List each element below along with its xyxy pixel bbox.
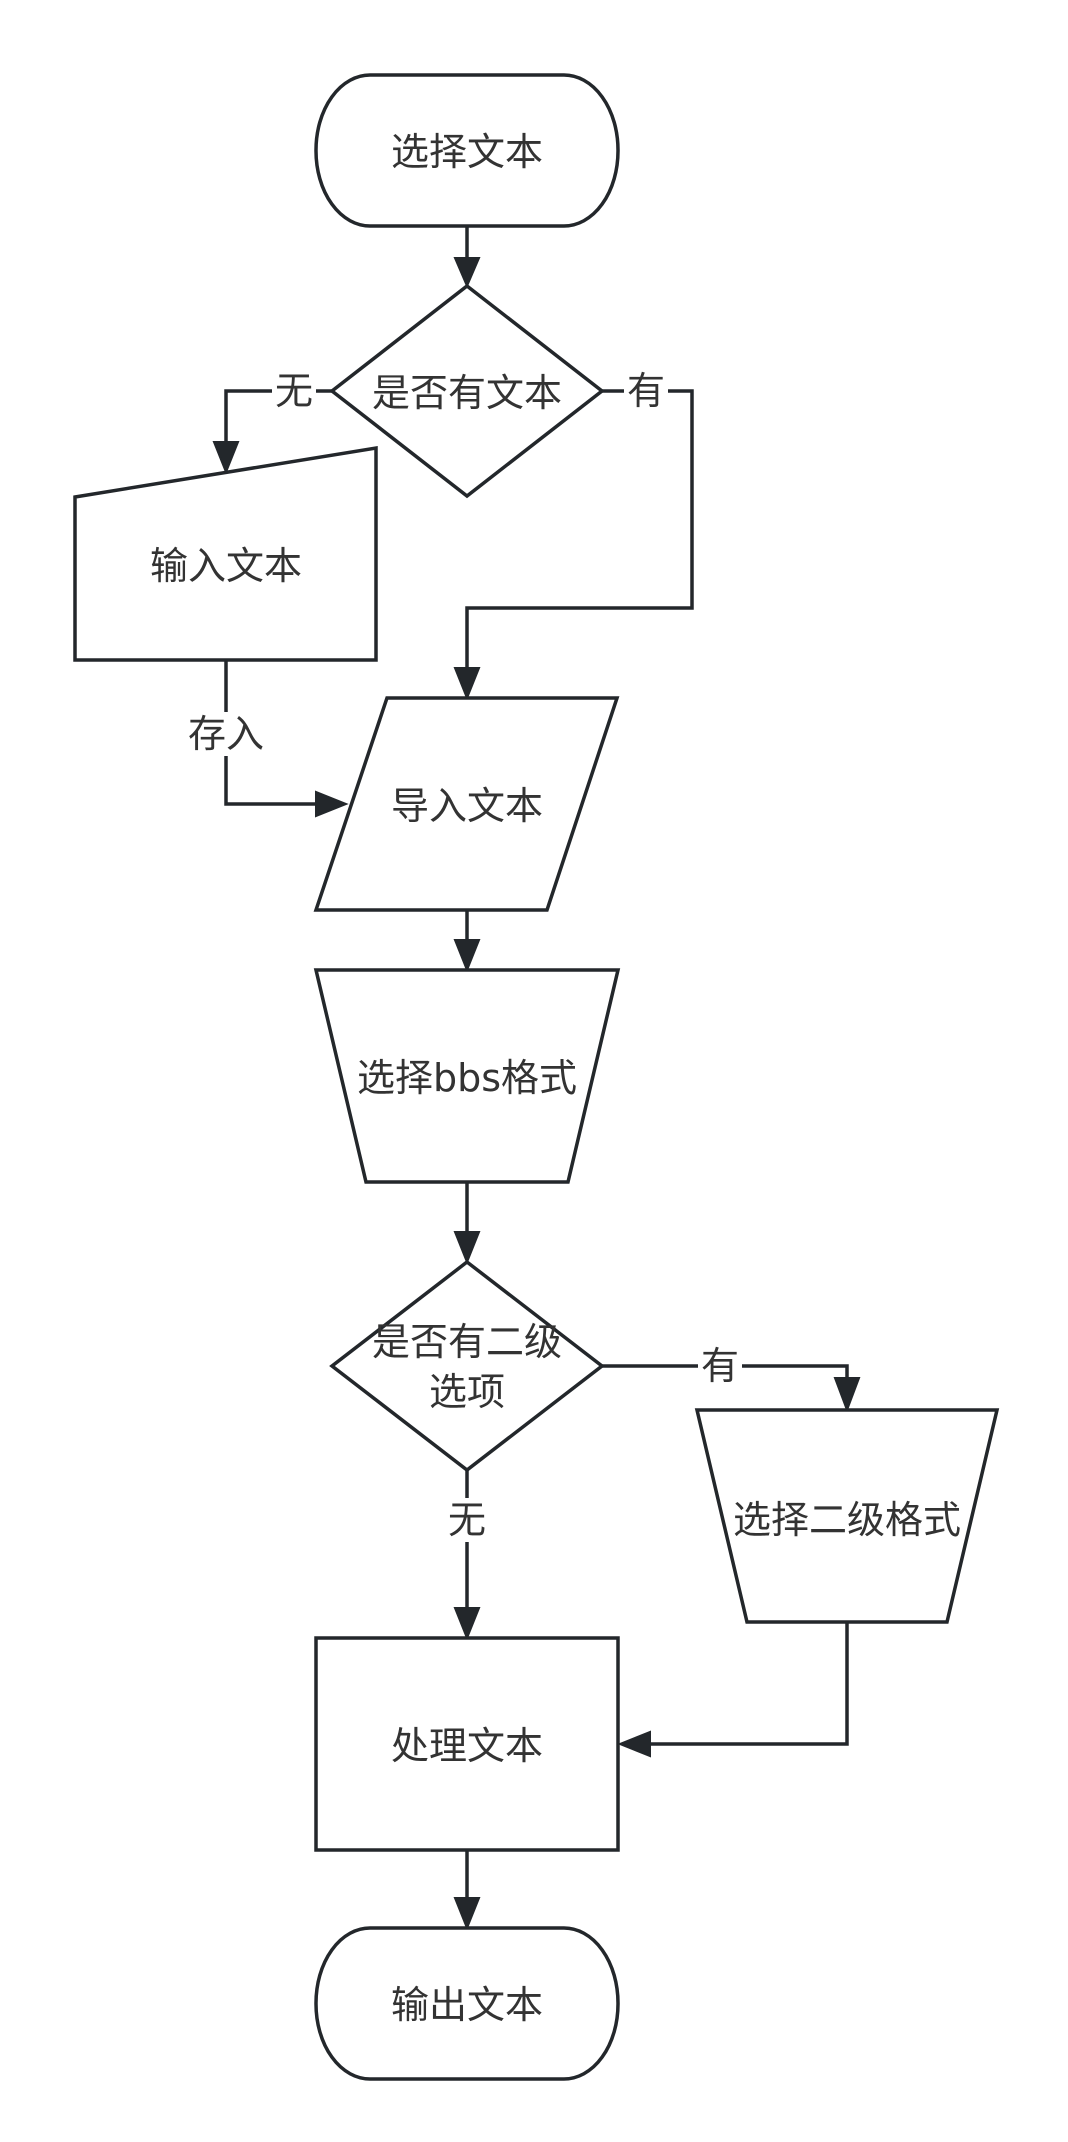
node-input-text: 输入文本 [73,445,378,662]
edge-label-no: 无 [448,1498,486,1542]
node-label-line1: 是否有二级 [372,1320,562,1364]
node-has-sub-option-decision: 是否有二级 选项 [329,1259,605,1473]
arrow-head [617,1730,651,1758]
arrow-head [315,790,349,818]
manual-operation-trapezoid [313,968,621,1184]
arrow-head [453,1607,481,1641]
node-select-sub-format: 选择二级格式 [694,1408,1000,1624]
node-label-line2: 选项 [429,1370,505,1414]
node-label: 处理文本 [391,1724,543,1768]
edge-sub-option-yes [602,1364,849,1382]
node-select-bbs: 选择bbs格式 [313,968,621,1184]
node-output-text: 输出文本 [314,1926,620,2081]
arrow-head [453,1231,481,1265]
node-label: 输入文本 [150,544,302,588]
decision-diamond [329,1259,605,1473]
terminator-shape [314,73,620,228]
node-start: 选择文本 [314,73,620,228]
edge-label-store: 存入 [188,712,264,756]
node-label: 选择二级格式 [733,1498,961,1542]
node-label: 选择文本 [391,130,543,174]
edge-label-no: 无 [275,369,313,413]
node-label: 选择bbs格式 [357,1056,577,1100]
arrow-head [453,1897,481,1931]
edge-label-yes: 有 [627,369,665,413]
node-process-text: 处理文本 [314,1636,620,1852]
node-import-text: 导入文本 [313,696,620,912]
edges [212,226,861,1931]
arrow-head [453,667,481,701]
edge-sub-format-to-process [646,1622,849,1746]
node-has-text-decision: 是否有文本 [329,283,605,499]
process-rectangle [314,1636,620,1852]
arrow-head [453,257,481,289]
arrow-head [833,1377,861,1413]
arrow-head [453,939,481,973]
node-label: 输出文本 [391,1983,543,2027]
arrow-head [212,441,240,475]
edge-labels: 无 有 存入 有 无 [180,369,742,1542]
edge-input-to-import [224,660,320,806]
edge-label-yes: 有 [701,1344,739,1388]
data-parallelogram [313,696,620,912]
manual-operation-trapezoid [694,1408,1000,1624]
node-label: 导入文本 [391,784,543,828]
terminator-shape [314,1926,620,2081]
node-label: 是否有文本 [372,371,562,415]
manual-input-shape [73,445,378,662]
decision-diamond [329,283,605,499]
